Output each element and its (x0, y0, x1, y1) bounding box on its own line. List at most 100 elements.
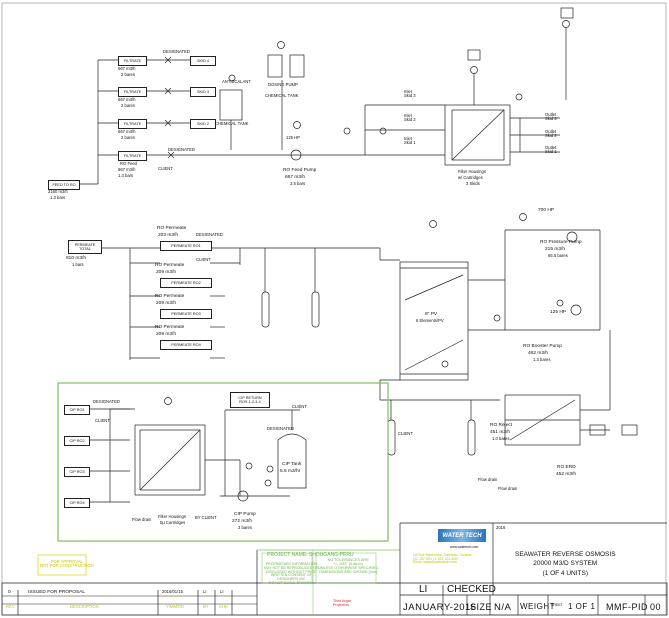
ro-feed-pump-label: RO Feed Pump (283, 168, 317, 173)
rev-row-description: ISSUED FOR PROPOSAL (28, 590, 86, 595)
inlet-3: Inlet Skid 3 (404, 89, 416, 99)
hp-pump-flow: 215 m3/h (545, 247, 566, 252)
ro-feed-label: RO Feed (120, 161, 137, 166)
cip-return-label: CIP RETURN (238, 396, 262, 400)
project-name: PROJECT NAME: SHOUGANG-PERU (267, 552, 354, 558)
pv-label: 8" PV (425, 312, 438, 317)
client-label-3: CLIENT (95, 418, 110, 423)
designated-label-2: DESIGNATED (168, 147, 195, 152)
outlet-1: Outlet Skid 1 (545, 145, 557, 155)
booster-flow: 462 m3/h (528, 351, 549, 356)
company-logo: WATER TECH (438, 529, 486, 542)
sheet-value: 1 OF 1 (568, 602, 596, 611)
drawing-ref: 2016 (496, 525, 506, 530)
outlet-3: Outlet Skid 3 (545, 112, 557, 122)
header-by: BY (203, 604, 209, 609)
third-angle-projection: Third Angle Projection (333, 599, 352, 607)
by-client-label: BY CLIENT (195, 515, 217, 520)
sheet-label: SHEET (551, 603, 563, 607)
antiscalant-label: ANTISCALANT (222, 79, 251, 84)
ro-feed-pressure: 1.3 bars (118, 173, 134, 178)
flow-drain-label: Flow drain (132, 517, 152, 522)
client-label-2: CLIENT (196, 257, 211, 262)
cip-pump-pressure: 3 bares (238, 525, 252, 530)
cip-return-tag: CIP RETURN ROS 1-2-3-4 (230, 392, 270, 408)
permeate-ro2-tag: PERMEATE RO2 (160, 278, 212, 288)
header-description: DESCRIPTION (70, 604, 99, 609)
permeate-ro4-tag: PERMEATE RO4 (160, 340, 212, 350)
feed-flow: 2160 m3/h (48, 189, 68, 194)
cip-return-detail: ROS 1-2-3-4 (239, 400, 261, 404)
filtrate-pressure-1: 2 bares (121, 72, 135, 77)
client-label-4: CLIENT (292, 404, 307, 409)
ro-permeate-4-label: RO Permeate (155, 325, 185, 330)
flow-drain-label-3: Flow drain (498, 486, 518, 491)
cip-ro1-tag: CIP RO1 (64, 405, 90, 415)
filter-housings-detail: w/ Cartridges (458, 175, 483, 180)
permeate-total-tag: PERMEATE TOTAL (68, 240, 102, 254)
drawing-date: JANUARY-2016 (403, 602, 477, 613)
ro-feed-flow: 667 m3/h (118, 167, 136, 172)
designated-label-4: DESIGNATED (93, 399, 120, 404)
flow-drain-label-2: Flow drain (478, 477, 498, 482)
checked-label: CHECKED (447, 584, 496, 595)
pv-detail: 6 Elements/PV (416, 318, 444, 323)
rev-row-rev: 0 (8, 590, 11, 595)
filtrate-pressure-3: 2 bares (121, 135, 135, 140)
ro-permeate-3-flow: 209 m3/h (156, 301, 177, 306)
permeate-ro1-tag: PERMEATE RO1 (160, 241, 212, 251)
filtrate-tag-4: FILTRATE (118, 151, 147, 161)
feed-tag: FEED TO RO (48, 180, 80, 190)
size-label: SIZE (470, 602, 493, 612)
cip-ro4-tag: CIP RO4 (64, 498, 90, 508)
ro-permeate-2-flow: 209 m3/h (156, 270, 177, 275)
company-url: www.watertech.com (450, 545, 479, 549)
skid-tag-3: SKID 2 (190, 119, 216, 129)
weight-label: WEIGHT (520, 602, 555, 611)
filtrate-tag-3: FILTRATE (118, 119, 147, 129)
filter-housings-label: Filter Housings (458, 169, 486, 174)
issued-note: FOR APPROVAL NOT FOR CONSTRUCTION (40, 559, 94, 569)
dwg-number: MMF-PID (606, 602, 648, 612)
cip-pump-flow: 272 m3/h (232, 519, 253, 524)
ro-erd-flow: 452 m3/h (556, 472, 577, 477)
cip-ro2-tag: CIP RO2 (64, 436, 90, 446)
inlet-2: Inlet Skid 2 (404, 113, 416, 123)
ro-feed-pump-pressure: 3.5 bars (290, 181, 306, 186)
ro-permeate-3-label: RO Permeate (155, 294, 185, 299)
filtrate-tag-1: FILTRATE (118, 56, 147, 66)
filtrate-pressure-2: 2 bares (121, 103, 135, 108)
filtrate-flow-3: 667 m3/h (118, 129, 136, 134)
ro-permeate-1-label: RO Permeate (157, 226, 187, 231)
cip-tank-label: CIP Tank (282, 462, 302, 467)
booster-power: 125 HP (550, 310, 566, 315)
tolerances-note: NO TOLERANCES ARE +/- 1/32" (0.8mm) UNLE… (318, 558, 379, 574)
rev-row-chk: LI (220, 589, 224, 594)
skid-tag-1: SKID 4 (190, 56, 216, 66)
dosing-pump-label: DOSING PUMP (268, 82, 298, 87)
filtrate-flow-1: 667 m3/h (118, 66, 136, 71)
feed-pressure: 1.3 bars (50, 195, 66, 200)
cip-ro3-tag: CIP RO3 (64, 467, 90, 477)
rev-value: 00 (650, 602, 662, 612)
ro-erd-label: RO ERD (557, 465, 576, 470)
header-rev: REV (6, 604, 15, 609)
filter-housings-2-label: Filter Housings (158, 514, 186, 519)
filter-housings-count: 3 Skids (466, 181, 480, 186)
header-date: Y/MM/DD (166, 604, 185, 609)
cip-pump-label: CIP Pump (234, 512, 256, 517)
ro-permeate-4-flow: 209 m3/h (156, 332, 177, 337)
skid-tag-2: SKID 3 (190, 87, 216, 97)
client-label: CLIENT (158, 166, 173, 171)
client-label-5: CLIENT (398, 431, 413, 436)
permeate-pressure: 1 bars (72, 262, 84, 267)
header-chk: CHK (219, 604, 228, 609)
designated-label-5: DESIGNATED (267, 426, 294, 431)
permeate-ro3-tag: PERMEATE RO3 (160, 309, 212, 319)
title-text: SEAWATER REVERSE OSMOSIS 20000 M3/D SYST… (515, 551, 616, 577)
ro-reject-pressure: 1.0 bares (492, 436, 510, 441)
ro-feed-pump-power: 125 HP (286, 135, 300, 140)
designated-label-3: DESIGNATED (196, 232, 223, 237)
